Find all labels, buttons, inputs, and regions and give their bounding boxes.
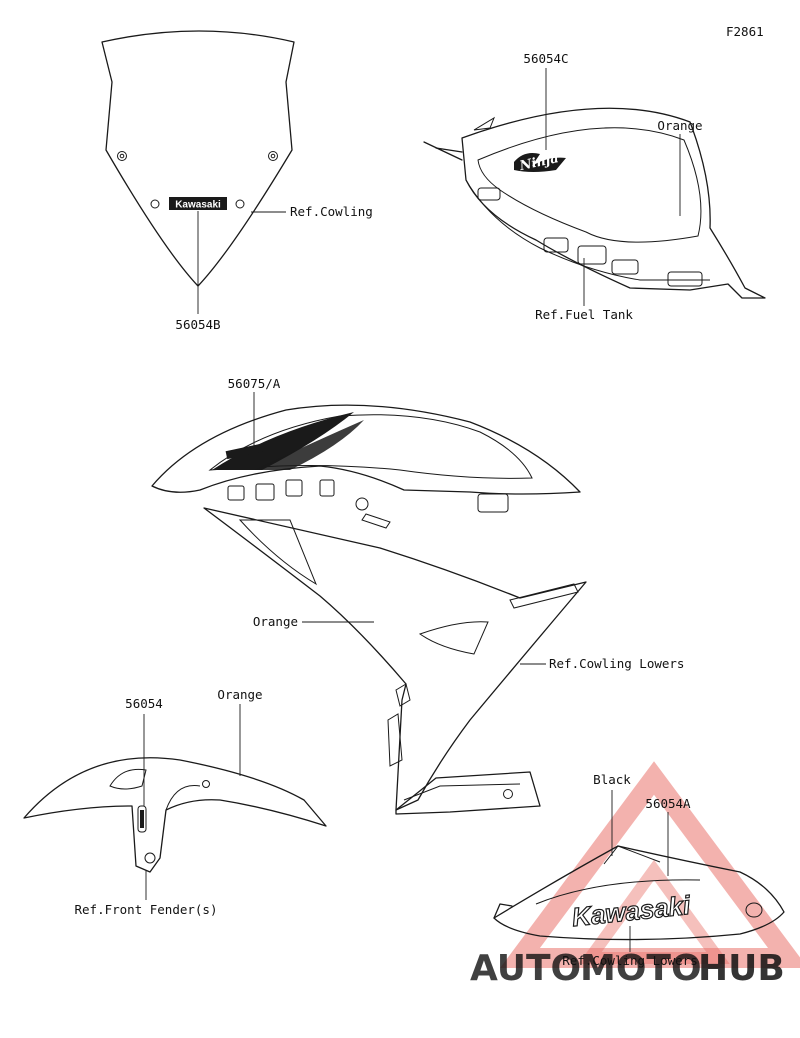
mount-hole-icon: [355, 497, 369, 511]
label-lower-part: 56054A: [645, 796, 691, 811]
tank-bracket: [543, 237, 569, 253]
label-cowling-color: Orange: [253, 614, 298, 629]
diagram-id: F2861: [726, 24, 764, 39]
fender-vent: [109, 768, 147, 790]
tank-bracket: [667, 271, 703, 287]
label-cowling-part: 56075/A: [228, 376, 281, 391]
cowling-vent: [238, 519, 318, 586]
tank-decal: [514, 153, 566, 172]
watermark-word-b: MOTO: [580, 948, 702, 989]
main-cowling: [151, 404, 587, 815]
label-tank-color: Orange: [657, 118, 702, 133]
mount-hole-icon: [117, 151, 127, 161]
windshield-decal: [169, 197, 227, 210]
label-lower-ref: Ref.Cowling Lowers: [562, 953, 697, 968]
fender-decal: [137, 805, 147, 833]
label-fender-color: Orange: [217, 687, 262, 702]
label-tank-ref: Ref.Fuel Tank: [535, 307, 633, 322]
mount-hole-icon: [150, 199, 160, 209]
tank-bracket: [611, 259, 639, 275]
tank-bracket: [477, 187, 501, 201]
watermark-word-c: HUB: [698, 948, 785, 989]
front-fender: [23, 757, 327, 873]
label-fender-part: 56054: [125, 696, 163, 711]
label-windshield-part: 56054B: [175, 317, 220, 332]
mount-hole-icon: [268, 151, 278, 161]
mount-hole-icon: [503, 789, 513, 799]
label-cowling-ref: Ref.Cowling Lowers: [549, 656, 684, 671]
cowling-vent: [418, 621, 489, 655]
mount-hole-icon: [202, 780, 210, 788]
mount-hole-icon: [270, 153, 276, 159]
label-fender-ref: Ref.Front Fender(s): [75, 902, 218, 917]
mount-hole-icon: [119, 153, 125, 159]
mount-hole-icon: [235, 199, 245, 209]
fuel-tank: Ninja: [423, 107, 766, 299]
windshield-decal-text: Kawasaki: [175, 200, 221, 211]
watermark-word-a: AUTO: [470, 948, 581, 989]
lower-decal-text: Kawasaki: [571, 890, 693, 932]
label-lower-color: Black: [593, 772, 631, 787]
label-windshield-ref: Ref.Cowling: [290, 204, 373, 219]
windshield: Kawasaki: [101, 30, 295, 287]
mount-hole-icon: [144, 852, 156, 864]
cowling-stripe-decal: [212, 412, 354, 470]
mount-hole-icon: [745, 902, 763, 918]
label-tank-part: 56054C: [523, 51, 568, 66]
tank-bracket: [577, 245, 607, 265]
